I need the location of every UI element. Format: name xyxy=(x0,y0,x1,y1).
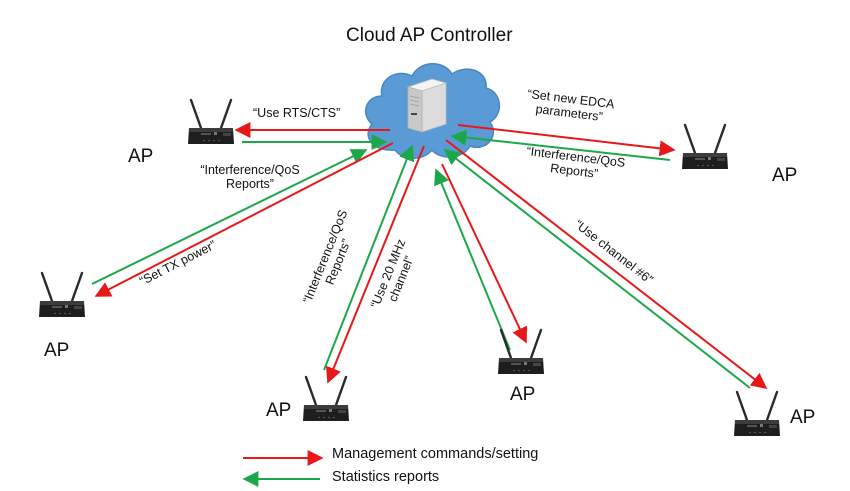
msg-reports-top-left-line1: “Interference/QoS xyxy=(200,163,300,177)
router-icon-top-right xyxy=(680,123,730,171)
msg-reports-top-left: “Interference/QoS Reports” xyxy=(170,163,330,192)
arrow-report-bottom-right xyxy=(443,149,751,389)
legend-command-label: Management commands/setting xyxy=(332,446,539,462)
legend-report-label: Statistics reports xyxy=(332,469,440,485)
server-icon xyxy=(406,78,448,133)
router-icon-bottom-left xyxy=(301,375,351,423)
arrow-command-bottom-center xyxy=(441,163,528,344)
router-icon-left xyxy=(37,271,87,319)
msg-rts-cts: “Use RTS/CTS” xyxy=(253,106,341,120)
arrow-command-left xyxy=(94,142,394,297)
ap-label-bottom-left: AP xyxy=(266,400,292,421)
arrow-report-bottom-center xyxy=(434,168,511,351)
ap-label-top-right: AP xyxy=(772,165,798,186)
arrow-command-top-right xyxy=(457,124,676,157)
ap-label-left: AP xyxy=(44,340,70,361)
ap-label-bottom-center: AP xyxy=(510,384,536,405)
ap-label-bottom-right: AP xyxy=(790,407,816,428)
arrow-report-bottom-left xyxy=(323,144,415,371)
arrow-report-top-right xyxy=(450,129,671,161)
arrow-report-left xyxy=(91,149,368,285)
diagram-title: Cloud AP Controller xyxy=(346,25,513,46)
arrow-command-bottom-left xyxy=(326,145,425,384)
router-icon-bottom-right xyxy=(732,390,782,438)
ap-label-top-left: AP xyxy=(128,146,154,167)
router-icon-top-left xyxy=(186,98,236,146)
msg-reports-top-left-line2: Reports” xyxy=(226,177,274,192)
arrow-command-bottom-right xyxy=(445,139,768,389)
